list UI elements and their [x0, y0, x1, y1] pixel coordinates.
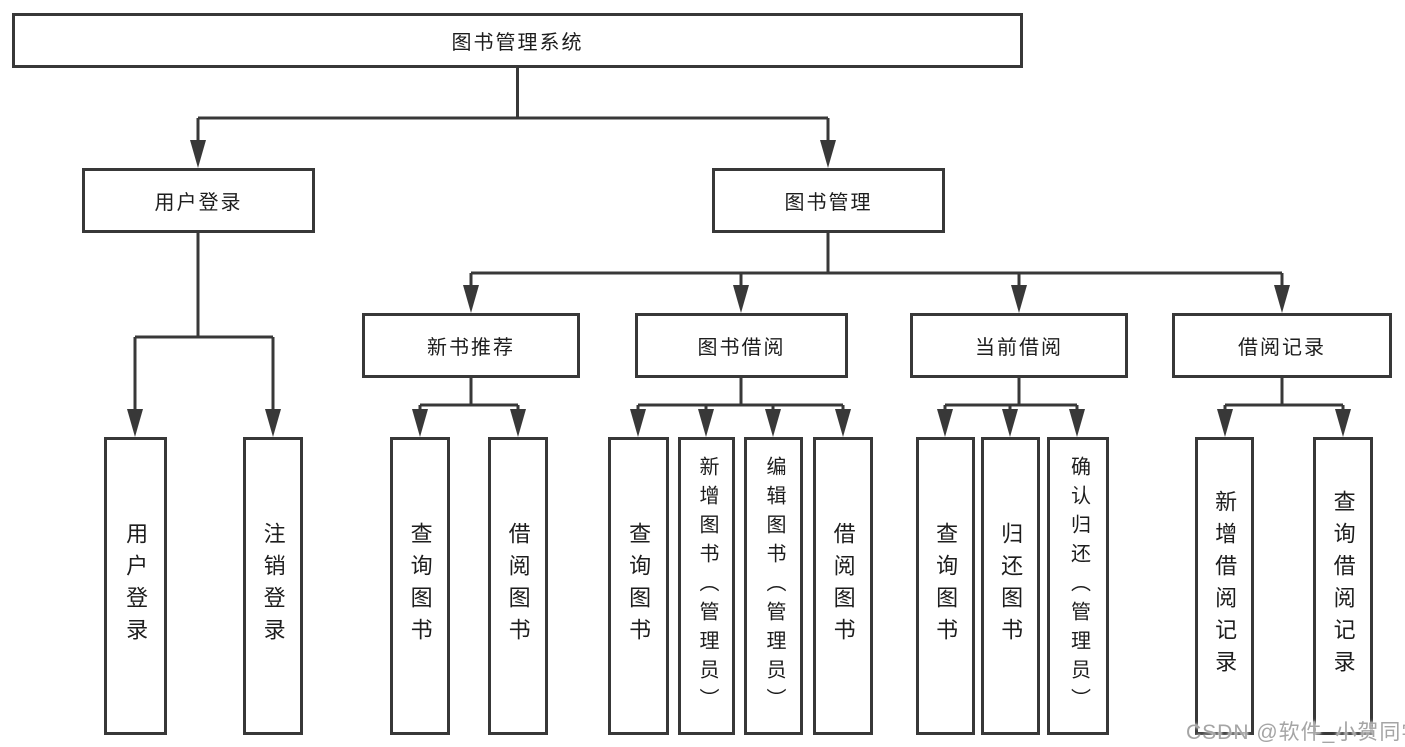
node-current-borrow-label: 当前借阅	[975, 337, 1063, 359]
arrow-down-icon	[463, 285, 479, 313]
leaf-user-login-label: 用户登录	[123, 522, 149, 650]
arrow-down-icon	[127, 409, 143, 437]
leaf-user-login: 用户登录	[104, 437, 167, 735]
node-book-management: 图书管理	[712, 168, 945, 233]
arrow-down-icon	[1335, 409, 1351, 437]
leaf-query-books-borrow-label: 查询图书	[626, 522, 652, 650]
leaf-return-book: 归还图书	[981, 437, 1040, 735]
node-root: 图书管理系统	[12, 13, 1023, 68]
csdn-watermark: CSDN @软件_小贺同学	[1186, 721, 1405, 744]
leaf-query-books-recommend-label: 查询图书	[407, 522, 433, 650]
leaf-query-books-current-label: 查询图书	[933, 522, 959, 650]
leaf-borrow-books-recommend: 借阅图书	[488, 437, 548, 735]
node-book-borrow: 图书借阅	[635, 313, 848, 378]
node-book-management-label: 图书管理	[784, 192, 873, 214]
connector-paths	[133, 68, 1345, 414]
arrow-down-icon	[1274, 285, 1290, 313]
node-new-book-recommend-label: 新书推荐	[427, 337, 515, 359]
leaf-add-borrow-record: 新增借阅记录	[1195, 437, 1254, 735]
arrow-down-icon	[1011, 285, 1027, 313]
arrow-down-icon	[1069, 409, 1085, 437]
leaf-logout: 注销登录	[243, 437, 303, 735]
node-borrow-records-label: 借阅记录	[1238, 337, 1326, 359]
arrow-down-icon	[765, 409, 781, 437]
node-current-borrow: 当前借阅	[910, 313, 1128, 378]
arrow-down-icon	[1217, 409, 1233, 437]
node-borrow-records: 借阅记录	[1172, 313, 1392, 378]
leaf-edit-book-admin-label: 编辑图书（管理员）	[763, 455, 785, 717]
node-user-login: 用户登录	[82, 168, 315, 233]
leaf-add-book-admin: 新增图书（管理员）	[678, 437, 735, 735]
arrow-down-icon	[412, 409, 428, 437]
arrow-down-icon	[733, 285, 749, 313]
arrowhead-icons	[127, 140, 1351, 437]
leaf-query-borrow-record: 查询借阅记录	[1313, 437, 1373, 735]
leaf-query-books-borrow: 查询图书	[608, 437, 669, 735]
leaf-add-borrow-record-label: 新增借阅记录	[1212, 490, 1238, 682]
node-book-borrow-label: 图书借阅	[697, 337, 786, 359]
leaf-borrow-books-borrow-label: 借阅图书	[830, 522, 856, 650]
leaf-edit-book-admin: 编辑图书（管理员）	[744, 437, 803, 735]
leaf-confirm-return-admin: 确认归还（管理员）	[1047, 437, 1109, 735]
node-new-book-recommend: 新书推荐	[362, 313, 580, 378]
arrow-down-icon	[510, 409, 526, 437]
arrow-down-icon	[1002, 409, 1018, 437]
node-root-label: 图书管理系统	[451, 32, 584, 54]
leaf-query-borrow-record-label: 查询借阅记录	[1330, 490, 1356, 682]
leaf-borrow-books-recommend-label: 借阅图书	[505, 522, 531, 650]
leaf-add-book-admin-label: 新增图书（管理员）	[696, 455, 718, 717]
leaf-query-books-current: 查询图书	[916, 437, 975, 735]
leaf-query-books-recommend: 查询图书	[390, 437, 450, 735]
arrow-down-icon	[630, 409, 646, 437]
arrow-down-icon	[190, 140, 206, 168]
arrow-down-icon	[835, 409, 851, 437]
leaf-confirm-return-admin-label: 确认归还（管理员）	[1067, 455, 1090, 717]
arrow-down-icon	[265, 409, 281, 437]
arrow-down-icon	[698, 409, 714, 437]
leaf-borrow-books-borrow: 借阅图书	[813, 437, 873, 735]
arrow-down-icon	[937, 409, 953, 437]
node-user-login-label: 用户登录	[154, 192, 243, 214]
arrow-down-icon	[820, 140, 836, 168]
leaf-return-book-label: 归还图书	[998, 522, 1024, 650]
leaf-logout-label: 注销登录	[260, 522, 286, 650]
